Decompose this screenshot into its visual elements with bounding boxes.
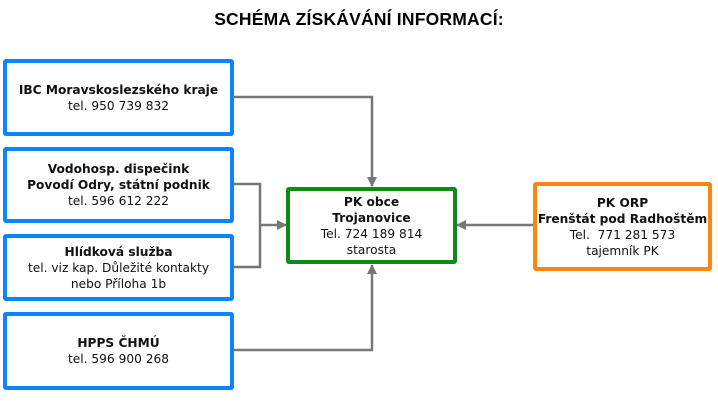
- source-phone: tel. viz kap. Důležité kontakty: [27, 260, 210, 275]
- source-box-hpps: HPPS ČHMÚ tel. 596 900 268: [3, 312, 234, 390]
- source-name-2: Povodí Odry, státní podnik: [27, 178, 210, 192]
- center-box-pk-obce: PK obce Trojanovice Tel. 724 189 814 sta…: [286, 187, 457, 264]
- orp-phone: Tel. 771 281 573: [569, 227, 676, 242]
- connector-ibc-to-pk-obce: [233, 95, 377, 187]
- orp-box: PK ORP Frenštát pod Radhoštěm Tel. 771 2…: [533, 182, 712, 271]
- center-name: PK obce: [343, 194, 400, 209]
- center-phone: Tel. 724 189 814: [320, 226, 423, 241]
- source-name: Vodohosp. dispečink: [47, 162, 190, 176]
- orp-name-2: Frenštát pod Radhoštěm: [537, 211, 708, 226]
- connector-hpps-to-pk-obce: [233, 264, 377, 352]
- orp-role: tajemník PK: [586, 243, 659, 258]
- source-box-vodohosp: Vodohosp. dispečink Povodí Odry, státní …: [3, 147, 234, 223]
- source-box-ibc: IBC Moravskoslezského kraje tel. 950 739…: [3, 59, 234, 136]
- orp-name: PK ORP: [596, 195, 649, 210]
- center-role: starosta: [346, 242, 397, 257]
- center-name-2: Trojanovice: [332, 210, 411, 225]
- connector-vodohosp-bracket: [233, 182, 262, 269]
- source-phone: tel. 950 739 832: [68, 98, 169, 113]
- source-phone: tel. 596 900 268: [68, 352, 169, 366]
- source-name: IBC Moravskoslezského kraje: [18, 82, 219, 97]
- source-box-hlidkova: Hlídková služba tel. viz kap. Důležité k…: [3, 234, 234, 301]
- diagram-title: SCHÉMA ZÍSKÁVÁNÍ INFORMACÍ:: [214, 9, 504, 29]
- source-note: nebo Příloha 1b: [70, 276, 167, 291]
- source-name: HPPS ČHMÚ: [77, 336, 160, 350]
- source-phone: tel. 596 612 222: [68, 194, 169, 208]
- source-name: Hlídková služba: [64, 244, 173, 259]
